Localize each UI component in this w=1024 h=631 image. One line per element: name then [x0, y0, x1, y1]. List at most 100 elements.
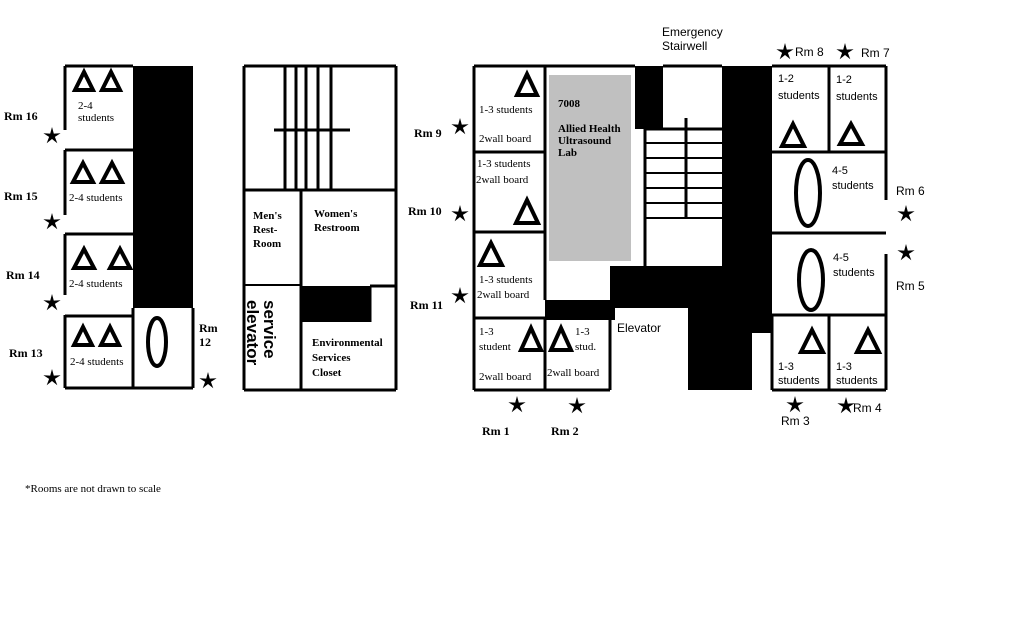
room-11-board: 2wall board — [477, 289, 530, 301]
triangle-seat-icon — [97, 322, 123, 347]
room-2-label: Rm 2 — [551, 424, 579, 438]
triangle-seat-icon — [69, 158, 97, 184]
room-15-capacity: 2-4 students — [69, 192, 122, 204]
door-star-icon — [451, 287, 469, 304]
door-star-icon — [836, 43, 854, 60]
oval-table-icon — [794, 158, 822, 228]
corridor-block — [635, 66, 663, 129]
room-10-capacity: 1-3 students — [477, 158, 530, 170]
triangle-seat-icon — [797, 325, 827, 354]
door-star-icon — [43, 127, 61, 144]
room-4-label: Rm 4 — [853, 401, 882, 415]
room-9-label: Rm 9 — [414, 126, 442, 140]
oval-table-icon — [146, 316, 168, 368]
door-star-icon — [451, 118, 469, 135]
corridor-block — [752, 300, 772, 333]
room-8-label: Rm 8 — [795, 45, 824, 59]
room-3-label: Rm 3 — [781, 414, 810, 428]
door-star-icon — [508, 396, 526, 413]
room-1-board: 2wall board — [479, 371, 532, 383]
service-elevator-label: serviceelevator — [243, 300, 279, 366]
room-11-label: Rm 11 — [410, 298, 443, 312]
room-6-label: Rm 6 — [896, 184, 925, 198]
room-10-board: 2wall board — [476, 174, 529, 186]
left-wing — [63, 64, 195, 390]
room-14-label: Rm 14 — [6, 268, 40, 282]
door-star-icon — [786, 396, 804, 413]
door-star-icon — [199, 372, 217, 389]
room-10-label: Rm 10 — [408, 204, 442, 218]
room-10: 1-3 students 2wall board Rm 10 — [408, 158, 542, 225]
room-13-capacity: 2-4 students — [70, 356, 123, 368]
oval-table-icon — [797, 248, 825, 312]
door-star-icon — [897, 205, 915, 222]
door-star-icon — [837, 397, 855, 414]
door-star-icon — [451, 205, 469, 222]
door-star-icon — [43, 369, 61, 386]
door-star-icon — [568, 397, 586, 414]
door-star-icon — [776, 43, 794, 60]
emergency-stairwell — [643, 64, 722, 266]
room-15-label: Rm 15 — [4, 189, 38, 203]
triangle-seat-icon — [513, 69, 541, 97]
triangle-seat-icon — [70, 244, 98, 270]
middle-stairwell — [274, 66, 350, 190]
room-11: 1-3 students 2wall board Rm 11 — [410, 238, 532, 312]
door-star-icon — [43, 213, 61, 230]
triangle-seat-icon — [836, 119, 866, 146]
room-14-capacity: 2-4 students — [69, 278, 122, 290]
room-9: 1-3 students 2wall board Rm 9 — [414, 69, 541, 145]
lab-number: 7008 — [558, 98, 581, 110]
ultrasound-lab — [549, 75, 631, 261]
room-1-label: Rm 1 — [482, 424, 510, 438]
room-2-board: 2wall board — [547, 367, 600, 379]
room-11-capacity: 1-3 students — [479, 274, 532, 286]
room-5-label: Rm 5 — [896, 279, 925, 293]
triangle-seat-icon — [512, 195, 542, 225]
room-9-board: 2wall board — [479, 133, 532, 145]
triangle-seat-icon — [71, 67, 97, 92]
door-markers — [43, 43, 915, 414]
corridor-block — [545, 300, 615, 320]
triangle-seat-icon — [70, 322, 96, 347]
room-16-label: Rm 16 — [4, 109, 38, 123]
triangle-seat-icon — [98, 67, 124, 92]
room-14: 2-4 students Rm 14 — [6, 244, 134, 290]
left-wing-black-corridor — [133, 66, 193, 308]
footnote: *Rooms are not drawn to scale — [25, 483, 161, 495]
elevator-label: Elevator — [617, 321, 661, 335]
triangle-seat-icon — [517, 323, 545, 352]
room-7-label: Rm 7 — [861, 46, 890, 60]
corridor-block — [688, 300, 752, 390]
triangle-seat-icon — [98, 158, 126, 184]
room-13: 2-4 students Rm 13 — [9, 322, 123, 368]
triangle-seat-icon — [547, 323, 575, 352]
